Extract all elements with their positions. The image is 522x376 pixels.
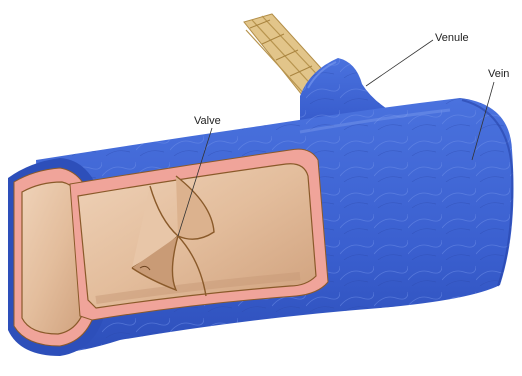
venule-label: Venule (435, 33, 469, 44)
vein-label: Vein (488, 69, 509, 80)
valve-label: Valve (194, 116, 221, 127)
venule-leader-line (366, 40, 433, 86)
